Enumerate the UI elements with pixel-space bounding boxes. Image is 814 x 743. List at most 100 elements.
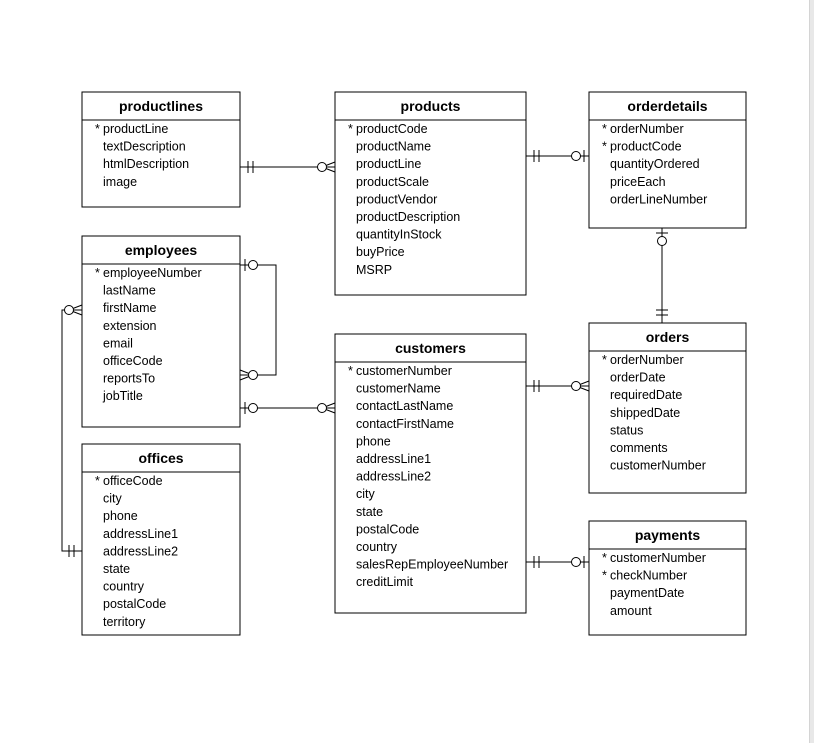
employees-attr-employeeNumber: employeeNumber [103, 266, 202, 280]
orderdetails-attr-quantityOrdered: quantityOrdered [610, 157, 700, 171]
productlines-title: productlines [119, 98, 203, 114]
employees-attr-officeCode: officeCode [103, 354, 163, 368]
primary-key-marker: * [602, 551, 607, 565]
products-entity: products*productCodeproductNameproductLi… [334, 91, 527, 296]
customers-attr-postalCode: postalCode [356, 522, 419, 536]
offices-box [81, 443, 241, 636]
relationship-products-orderdetails [526, 150, 589, 162]
offices-attr-officeCode: officeCode [103, 474, 163, 488]
employees-attr-extension: extension [103, 319, 157, 333]
relationship-customers-payments [526, 556, 589, 568]
primary-key-marker: * [602, 122, 607, 136]
offices-attr-city: city [103, 492, 123, 506]
payments-entity: payments *customerNumber*checkNumber payme… [588, 520, 747, 636]
customers-attr-addressLine1: addressLine1 [356, 452, 431, 466]
products-box [334, 91, 527, 296]
customers-attr-country: country [356, 540, 398, 554]
employees-attr-email: email [103, 336, 133, 350]
employees-attr-jobTitle: jobTitle [102, 389, 143, 403]
primary-key-marker: * [95, 122, 100, 136]
primary-key-marker: * [602, 140, 607, 154]
orders-entity: orders *orderNumber orderDate requiredDate s… [588, 322, 747, 494]
customers-attr-customerNumber: customerNumber [356, 364, 452, 378]
orders-title: orders [646, 329, 690, 345]
products-attr-productCode: productCode [356, 122, 428, 136]
orders-attr-customerNumber: customerNumber [610, 459, 706, 473]
payments-attr-checkNumber: checkNumber [610, 569, 687, 583]
customers-attr-addressLine2: addressLine2 [356, 470, 431, 484]
employees-attr-firstName: firstName [103, 301, 157, 315]
orders-attr-shippedDate: shippedDate [610, 406, 680, 420]
productlines-box [81, 91, 241, 208]
orderdetails-title: orderdetails [627, 98, 707, 114]
offices-attr-state: state [103, 562, 130, 576]
offices-attr-postalCode: postalCode [103, 597, 166, 611]
productlines-attr-image: image [103, 175, 137, 189]
offices-attr-phone: phone [103, 509, 138, 523]
products-attr-buyPrice: buyPrice [356, 245, 405, 259]
orderdetails-attr-orderLineNumber: orderLineNumber [610, 192, 707, 206]
primary-key-marker: * [348, 122, 353, 136]
customers-entity: customers*customerNumbercustomerNamecont… [334, 333, 527, 614]
orders-attr-orderDate: orderDate [610, 371, 666, 385]
payments-title: payments [635, 527, 701, 543]
payments-attr-amount: amount [610, 604, 652, 618]
orderdetails-box [588, 91, 747, 229]
productlines-entity: productlines *productLine textDescription h… [81, 91, 241, 208]
employees-attr-reportsTo: reportsTo [103, 372, 155, 386]
products-attr-MSRP: MSRP [356, 263, 392, 277]
offices-attr-addressLine2: addressLine2 [103, 544, 178, 558]
orderdetails-attr-productCode: productCode [610, 140, 682, 154]
offices-attr-addressLine1: addressLine1 [103, 527, 178, 541]
products-attr-productVendor: productVendor [356, 192, 437, 206]
payments-attr-customerNumber: customerNumber [610, 551, 706, 565]
customers-attr-phone: phone [356, 434, 391, 448]
orders-attr-status: status [610, 423, 643, 437]
relationship-customers-orders [526, 380, 590, 392]
productlines-attr-textDescription: textDescription [103, 140, 186, 154]
employees-box [81, 235, 241, 428]
customers-attr-contactFirstName: contactFirstName [356, 417, 454, 431]
offices-attr-country: country [103, 580, 145, 594]
products-attr-productName: productName [356, 140, 431, 154]
customers-title: customers [395, 340, 466, 356]
relationship-employees-customers [240, 402, 336, 414]
products-attr-quantityInStock: quantityInStock [356, 228, 442, 242]
employees-attr-lastName: lastName [103, 284, 156, 298]
primary-key-marker: * [95, 266, 100, 280]
payments-attr-paymentDate: paymentDate [610, 586, 684, 600]
orderdetails-attr-orderNumber: orderNumber [610, 122, 684, 136]
productlines-attr-productLine: productLine [103, 122, 168, 136]
primary-key-marker: * [95, 474, 100, 488]
orders-attr-orderNumber: orderNumber [610, 353, 684, 367]
customers-attr-city: city [356, 487, 376, 501]
offices-title: offices [138, 450, 183, 466]
customers-attr-customerName: customerName [356, 382, 441, 396]
employees-title: employees [125, 242, 198, 258]
relationship-employees-employees [239, 259, 277, 381]
customers-box [334, 333, 527, 614]
primary-key-marker: * [602, 353, 607, 367]
orders-attr-requiredDate: requiredDate [610, 388, 682, 402]
orders-attr-comments: comments [610, 441, 668, 455]
products-attr-productScale: productScale [356, 175, 429, 189]
customers-attr-state: state [356, 505, 383, 519]
offices-attr-territory: territory [103, 615, 146, 629]
offices-entity: offices *officeCode city phone addressLine1 a… [81, 443, 241, 636]
productlines-attr-htmlDescription: htmlDescription [103, 157, 189, 171]
customers-attr-creditLimit: creditLimit [356, 575, 413, 589]
scrollbar-edge[interactable] [809, 0, 814, 743]
products-attr-productLine: productLine [356, 157, 421, 171]
relationships [61, 150, 668, 568]
orderdetails-entity: orderdetails *orderNumber*productCode quan… [588, 91, 747, 229]
products-attr-productDescription: productDescription [356, 210, 460, 224]
relationship-orders-orderdetails [656, 228, 668, 323]
orderdetails-attr-priceEach: priceEach [610, 175, 666, 189]
relationship-offices-employees [61, 304, 83, 557]
relationship-productlines-products [240, 161, 336, 173]
customers-attr-contactLastName: contactLastName [356, 399, 453, 413]
employees-entity: employees *employeeNumber lastName firstNam… [81, 235, 241, 428]
primary-key-marker: * [602, 569, 607, 583]
customers-attr-salesRepEmployeeNumber: salesRepEmployeeNumber [356, 558, 508, 572]
